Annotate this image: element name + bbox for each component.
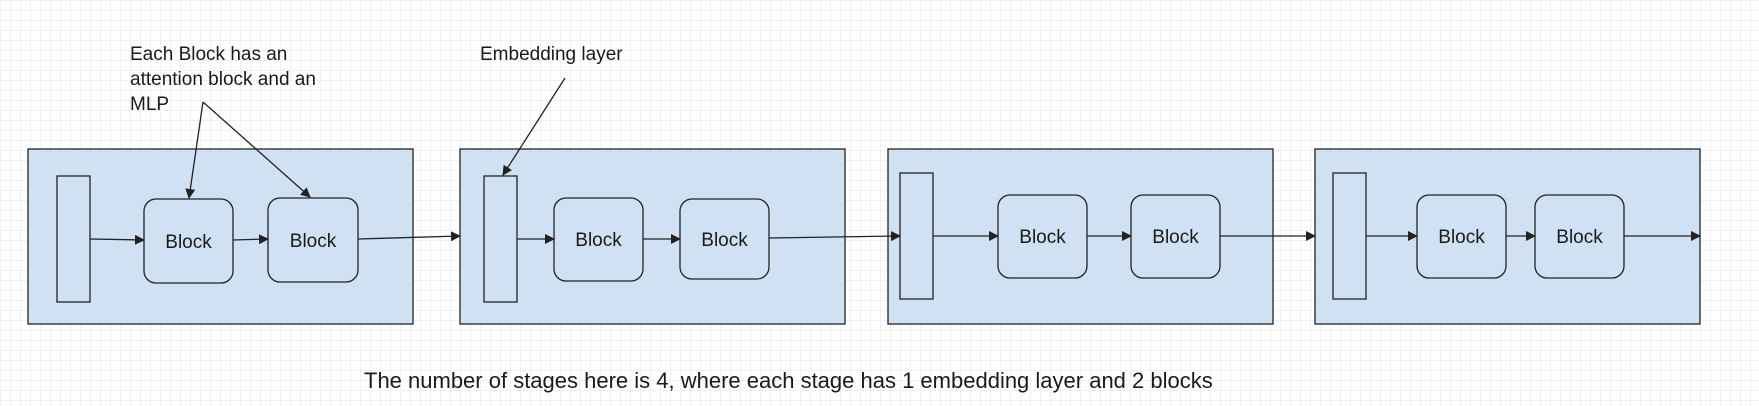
stage-2-container	[459, 148, 846, 325]
stage-4-embedding-layer	[1332, 172, 1367, 300]
stage-2-block-1-label: Block	[575, 230, 622, 251]
stage-3-block-2-label: Block	[1152, 227, 1199, 248]
diagram-caption: The number of stages here is 4, where ea…	[364, 368, 1213, 393]
arrow-s1-embed-to-block1	[89, 234, 145, 245]
stage-3-block-1-label: Block	[1019, 227, 1066, 248]
pointer-note-to-stage1-block1	[185, 101, 204, 199]
embedding-annotation: Embedding layer	[480, 44, 623, 65]
stage-4-block-2-label: Block	[1556, 227, 1603, 248]
block-annotation: Each Block has an attention block and an…	[130, 44, 316, 115]
stage-2-block-2-label: Block	[701, 230, 748, 251]
arrow-s2-to-s3	[768, 231, 901, 242]
arrow-s1-to-s2	[357, 231, 461, 242]
stage-1-embedding-layer	[56, 175, 91, 303]
annotation-pointers	[185, 77, 566, 199]
pointer-note-to-stage1-block2	[202, 101, 311, 198]
stage-3-embedding-layer	[899, 172, 934, 300]
stage-1-block-2-label: Block	[290, 231, 337, 252]
pointer-embedding-note	[502, 77, 566, 176]
stage-1-block-1-label: Block	[165, 232, 212, 253]
stage-4-block-1-label: Block	[1438, 227, 1485, 248]
stage-2-embedding-layer	[483, 175, 518, 303]
stage-1: Block Block	[27, 148, 414, 325]
arrow-s1-block1-to-block2	[232, 234, 269, 245]
connectors	[89, 231, 1701, 245]
stage-2: Block Block	[459, 148, 846, 325]
